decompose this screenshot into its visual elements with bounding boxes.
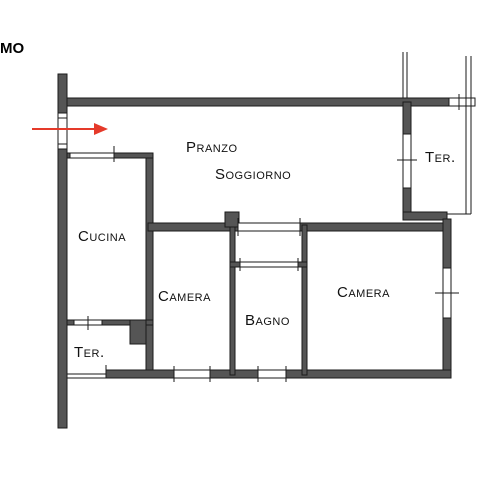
red-entrance-arrow bbox=[32, 123, 108, 135]
room-label-camera-center: Camera bbox=[158, 288, 211, 305]
bagno-door bbox=[239, 261, 299, 268]
top-right-window bbox=[448, 97, 476, 107]
room-label-camera-right: Camera bbox=[337, 284, 390, 301]
room-label-terrace-bottom-left: Ter. bbox=[74, 344, 105, 361]
bottom-window-2 bbox=[257, 369, 287, 379]
wall-block-small bbox=[129, 319, 147, 345]
terrace-railings bbox=[67, 52, 472, 379]
floor-label-fragment: MO bbox=[0, 40, 24, 57]
room-label-bagno: Bagno bbox=[245, 312, 290, 329]
kitchen-window bbox=[69, 152, 115, 159]
openings bbox=[57, 94, 476, 382]
wall-kitchen-right bbox=[145, 154, 154, 379]
wall-bagno-camera bbox=[301, 224, 308, 376]
room-label-soggiorno: Soggiorno bbox=[215, 166, 291, 183]
wall-terrace-bottom bbox=[402, 211, 448, 221]
wall-pillar bbox=[224, 211, 240, 228]
room-label-terrace-top-right: Ter. bbox=[425, 149, 456, 166]
corridor-opening bbox=[237, 222, 301, 232]
room-label-pranzo: Pranzo bbox=[186, 139, 238, 156]
entrance-door bbox=[57, 112, 68, 150]
terrace-door-top bbox=[402, 133, 412, 189]
bottom-window-1 bbox=[173, 369, 211, 379]
wall-small-terrace-top bbox=[66, 319, 154, 326]
wall-camera-bagno bbox=[229, 224, 236, 376]
wall-left-exterior bbox=[57, 73, 68, 429]
wall-top-exterior bbox=[66, 97, 476, 107]
room-label-cucina: Cucina bbox=[78, 228, 126, 245]
